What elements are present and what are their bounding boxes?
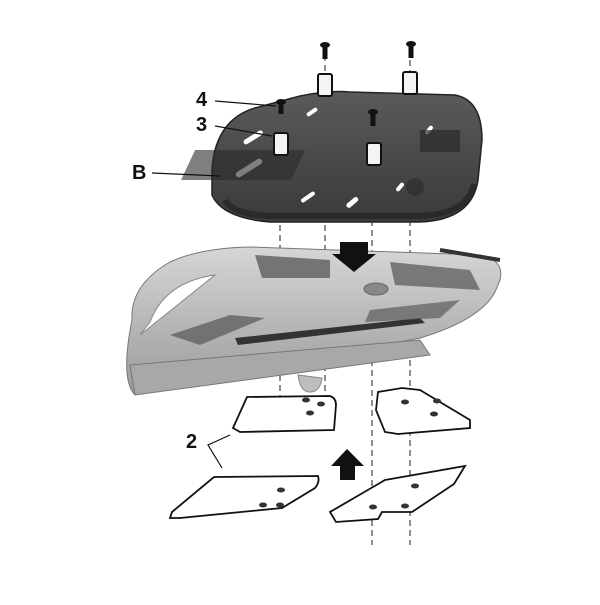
leader-lines [151,100,277,469]
up-arrow-icon [331,449,364,480]
reinforcement-plates [168,387,471,523]
plate-holes [259,397,441,510]
mounting-plate-b [181,90,483,223]
label-3: 3 [196,114,208,136]
spacer-nuts [273,71,418,166]
label-4: 4 [196,89,208,111]
down-arrow-icon [332,242,376,272]
luggage-rack [126,246,502,396]
screws [276,41,416,126]
label-b: B [132,162,147,184]
label-2: 2 [186,431,198,453]
